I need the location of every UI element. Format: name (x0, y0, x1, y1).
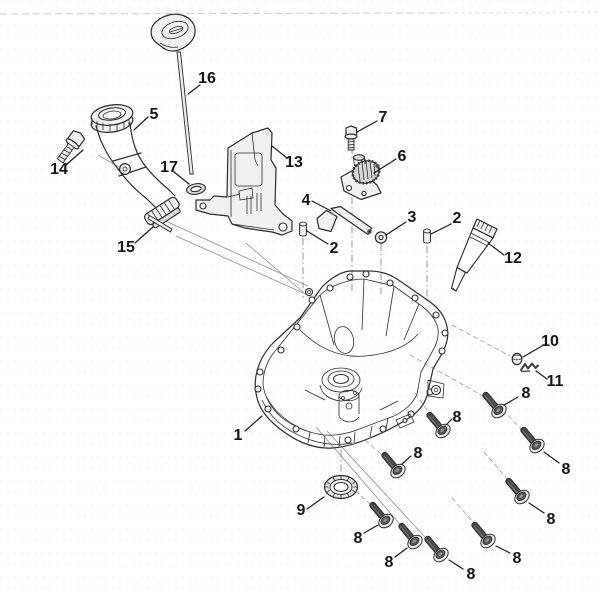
callout-8a: 8 (453, 409, 462, 426)
watermark-dashes (0, 11, 600, 15)
bracket (195, 127, 293, 236)
oil-filler-tube (90, 104, 181, 229)
pin-right (423, 228, 431, 244)
callout-8f: 8 (354, 530, 363, 547)
callout-2-right: 2 (453, 210, 462, 227)
callout-8b: 8 (522, 385, 531, 402)
callout-8d: 8 (414, 445, 423, 462)
pin-left (299, 221, 307, 237)
callout-10: 10 (541, 333, 559, 350)
governor-screw (344, 125, 358, 151)
dipstick (150, 13, 196, 175)
sealing-ring (186, 183, 206, 195)
callout-17: 17 (160, 159, 178, 176)
callout-3: 3 (408, 209, 417, 226)
callout-9: 9 (297, 502, 306, 519)
clip (520, 362, 539, 373)
callout-1: 1 (234, 427, 243, 444)
callout-4: 4 (302, 192, 311, 209)
dowel-pin (147, 214, 173, 233)
crankcase (254, 270, 449, 449)
callout-8i: 8 (513, 550, 522, 567)
callout-8e: 8 (547, 511, 556, 528)
oil-seal (323, 474, 359, 500)
callout-15: 15 (117, 239, 135, 256)
callout-8h: 8 (467, 566, 476, 583)
callout-8g: 8 (385, 554, 394, 571)
plug (511, 352, 523, 366)
callout-7: 7 (379, 109, 388, 126)
assembly-axis-lines (97, 147, 530, 551)
washer (374, 231, 388, 244)
callout-leader-lines (65, 84, 560, 570)
callout-8c: 8 (562, 461, 571, 478)
governor-arm (316, 205, 373, 236)
bolt (56, 130, 86, 164)
flange-holes (254, 270, 449, 444)
callout-6: 6 (398, 148, 407, 165)
callout-5: 5 (150, 106, 159, 123)
callout-14: 14 (50, 161, 68, 178)
callout-12: 12 (504, 250, 522, 267)
callout-13: 13 (285, 154, 303, 171)
callout-16: 16 (198, 70, 216, 87)
sealant-tube (450, 218, 498, 292)
governor-assembly (340, 154, 382, 201)
callout-11: 11 (547, 373, 564, 390)
callout-labels: 1 2 2 3 4 5 6 7 8 8 8 8 8 8 8 8 8 9 10 1… (50, 70, 570, 583)
callout-2-left: 2 (330, 240, 339, 257)
